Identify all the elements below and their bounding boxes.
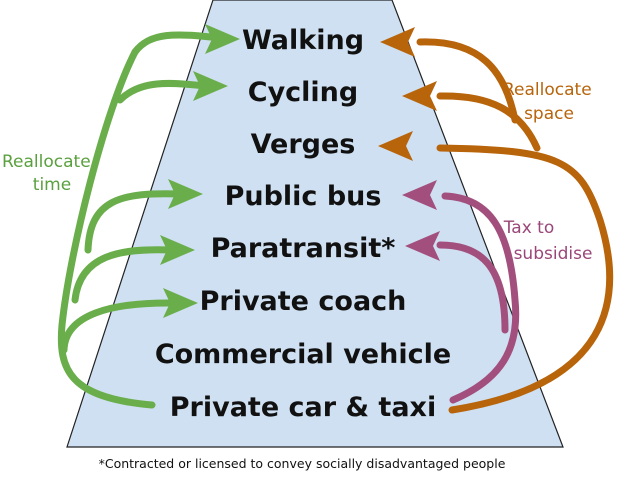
mode-commercial-vehicle: Commercial vehicle <box>155 339 451 370</box>
time-branch-walking <box>131 31 224 56</box>
time-arrowhead-cycling <box>193 71 228 101</box>
tax-branch-paratransit <box>436 241 509 334</box>
space-arrowhead-verges <box>378 131 413 161</box>
time-branch-private-coach <box>60 299 179 354</box>
reallocate-time-line2: time <box>33 175 71 195</box>
mode-private-car-taxi: Private car & taxi <box>170 392 436 423</box>
tax-to-subsidise-line1: Tax to <box>503 218 555 238</box>
reallocate-space-line2: space <box>524 104 574 124</box>
time-arrowheads <box>160 24 240 318</box>
time-branch-paratransit <box>71 246 176 304</box>
time-branch-public-bus <box>84 190 184 254</box>
mode-labels: Walking Cycling Verges Public bus Paratr… <box>155 25 451 423</box>
mode-public-bus: Public bus <box>225 181 382 212</box>
time-arrowhead-paratransit <box>160 235 195 265</box>
mode-walking: Walking <box>242 25 364 56</box>
tax-arrowhead-paratransit <box>405 231 440 261</box>
mode-paratransit: Paratransit* <box>211 233 396 264</box>
reallocate-space-line1: Reallocate <box>503 80 592 100</box>
space-trunk <box>436 144 614 414</box>
tax-subsidise-arrows <box>436 192 520 404</box>
space-branch-cycling <box>436 92 541 152</box>
footnote: *Contracted or licensed to convey social… <box>99 456 506 471</box>
reallocate-time-line1: Reallocate <box>2 152 91 172</box>
hierarchy-trapezoid <box>66 0 564 448</box>
reallocate-time-arrows <box>57 31 224 409</box>
annotation-reallocate-space: Reallocate space <box>503 80 592 124</box>
space-branch-walking <box>416 38 519 124</box>
tax-arrowheads <box>402 180 440 261</box>
time-arrowhead-private-coach <box>163 288 198 318</box>
annotation-tax-to-subsidise: Tax to subsidise <box>503 218 593 264</box>
time-trunk <box>57 48 156 409</box>
mode-cycling: Cycling <box>248 77 358 108</box>
annotation-reallocate-time: Reallocate time <box>2 152 91 195</box>
space-arrowhead-walking <box>380 27 415 57</box>
time-arrowhead-walking <box>205 24 240 54</box>
tax-arrowhead-public-bus <box>402 180 437 210</box>
mode-verges: Verges <box>251 129 356 160</box>
space-arrowhead-cycling <box>402 81 437 111</box>
mode-private-coach: Private coach <box>200 286 407 317</box>
tax-trunk <box>441 192 520 404</box>
time-arrowhead-public-bus <box>168 179 203 209</box>
space-arrowheads <box>378 27 437 161</box>
tax-to-subsidise-line2: subsidise <box>514 244 593 264</box>
reallocate-space-arrows <box>416 38 614 414</box>
time-branch-cycling <box>116 79 209 104</box>
